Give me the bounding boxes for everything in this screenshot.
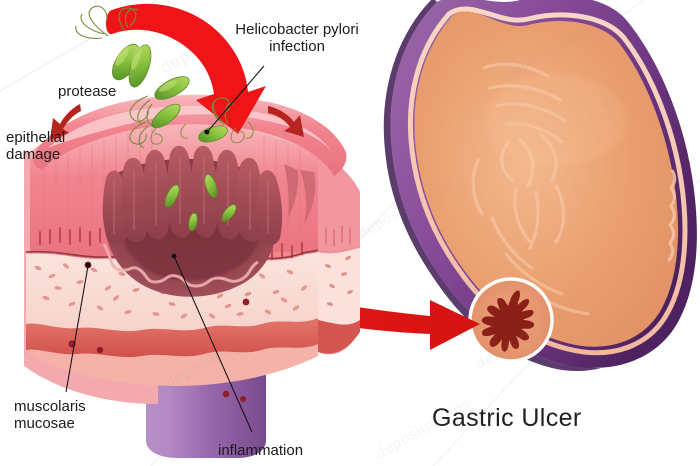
outer-rugae-right [284,164,316,224]
label-muscolaris-mucosae: muscolaris mucosae [14,398,86,432]
protease-arrow-shape [50,104,81,140]
infection-arrow-shape [106,3,266,135]
bacterium-8 [221,204,237,222]
leader-h-pylori [207,65,265,132]
ulcer-star [481,290,535,352]
leader-dot-muscolaris [85,262,91,268]
gastric-rugae-folds [103,145,283,245]
surface-flagella [150,121,254,145]
bacterium-2 [118,7,152,88]
stomach-rim [407,6,688,356]
epithelial-damage-arrow-shape [268,106,304,137]
ulcer-site-magnifier [468,277,554,363]
tissue-vessel-dots [68,261,250,402]
leader-lines [65,65,265,433]
stomach-shadow-edge [383,0,601,371]
leader-inflammation [173,255,253,433]
tissue-bottom-band [26,344,318,386]
tissue-block [24,94,360,458]
tissue-right-face-detail [318,152,360,354]
label-h-pylori-infection: Helicobacter pylori infection [235,21,359,55]
label-inflammation: inflammation [218,442,304,459]
bacterium-1 [75,5,140,81]
stomach-organ [383,0,697,371]
label-epithelial-damage: epithelial damage [6,129,66,163]
leader-muscolaris [65,265,89,393]
bacterium-7 [204,174,218,198]
leader-dot-h-pylori [204,129,210,135]
crater-lower-rim [102,243,259,288]
bacterium-6 [164,184,180,208]
epithelial-damage-arrow[interactable] [268,106,304,137]
page-title: Gastric Ulcer [432,404,582,432]
bacterium-9 [188,212,198,232]
leader-dot-inflammation [171,253,177,259]
label-protease: protease [58,83,117,100]
stomach-highlight [486,74,626,166]
helicobacter-pylori-bacteria [75,5,254,232]
infection-arrow[interactable] [106,3,266,135]
stomach-rugae-edge [666,169,677,263]
protease-arrow[interactable] [50,104,81,140]
bacterium-3 [129,76,190,127]
tissue-surface-highlight [48,105,332,152]
bacterium-4 [129,103,181,149]
tissue-serosa-connector [146,372,266,458]
